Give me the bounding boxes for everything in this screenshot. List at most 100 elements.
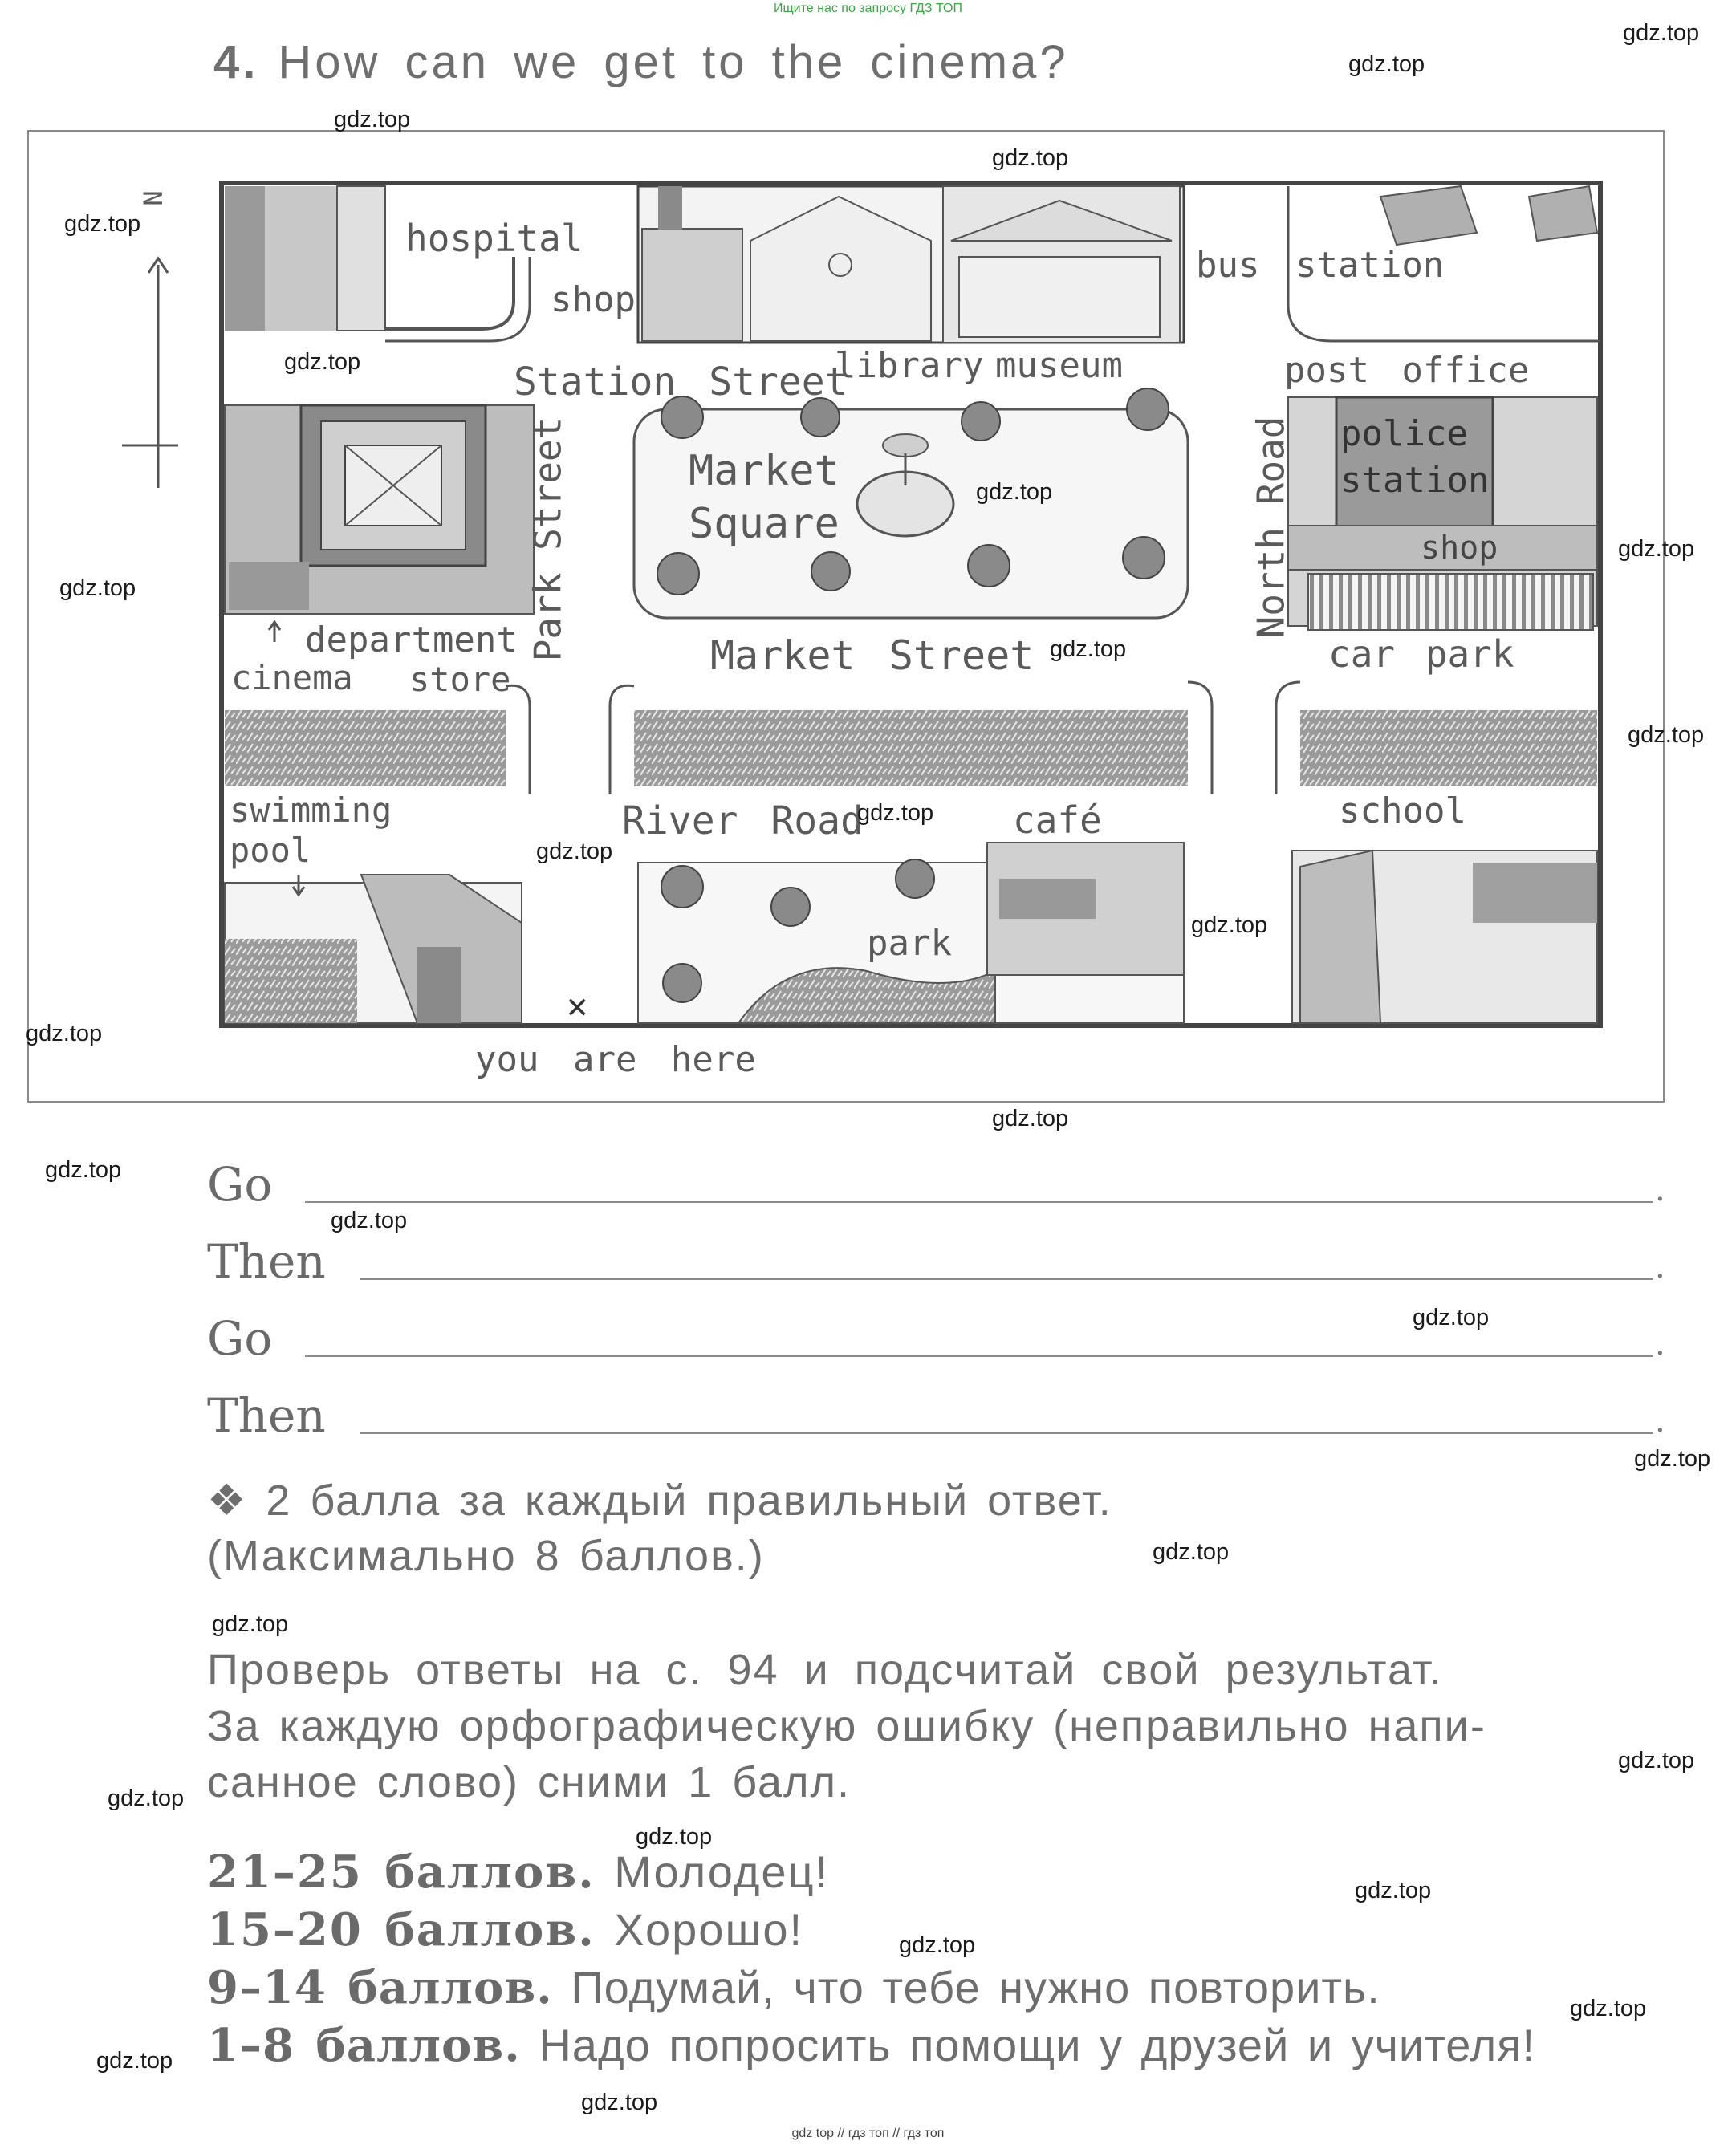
label-police: police bbox=[1340, 413, 1468, 454]
compass-arrow bbox=[147, 256, 169, 274]
watermark: gdz.top bbox=[899, 1932, 976, 1958]
answer-dot-3: . bbox=[1655, 1326, 1665, 1363]
instructions-line1: Проверь ответы на с. 94 и подсчитай свой… bbox=[207, 1646, 1443, 1694]
label-market-street: Market Street bbox=[710, 632, 1035, 679]
label-library: library bbox=[835, 345, 984, 386]
watermark: gdz.top bbox=[96, 2048, 173, 2074]
answer-label-3: Go bbox=[207, 1311, 273, 1366]
answer-line-2[interactable] bbox=[360, 1278, 1653, 1280]
score-range: 9–14 баллов. bbox=[207, 1961, 553, 2014]
label-park-street: Park Street bbox=[526, 416, 570, 662]
watermark: gdz.top bbox=[284, 349, 361, 375]
label-cafe: café bbox=[1013, 798, 1102, 842]
label-north-road: North Road bbox=[1249, 416, 1293, 639]
watermark: gdz.top bbox=[45, 1157, 122, 1183]
watermark: gdz.top bbox=[1153, 1539, 1230, 1565]
footer: gdz top // гдз топ // гдз топ bbox=[791, 2127, 945, 2140]
watermark: gdz.top bbox=[212, 1611, 289, 1637]
watermark: gdz.top bbox=[976, 479, 1053, 505]
map-frame bbox=[27, 130, 1665, 1103]
river bbox=[225, 680, 1597, 794]
map-border bbox=[219, 181, 1603, 1028]
label-bus-station: bus station bbox=[1196, 245, 1445, 286]
scoring-note-line2: (Максимально 8 баллов.) bbox=[207, 1532, 765, 1580]
police-station-block bbox=[1287, 396, 1598, 631]
label-cinema: cinema bbox=[231, 658, 353, 697]
watermark: gdz.top bbox=[1570, 1996, 1647, 2021]
watermark: gdz.top bbox=[26, 1021, 103, 1046]
score-row-1: 21–25 баллов. Молодец! bbox=[207, 1846, 829, 1899]
watermark: gdz.top bbox=[992, 145, 1069, 171]
score-text: Молодец! bbox=[614, 1846, 830, 1897]
watermark: gdz.top bbox=[59, 575, 136, 601]
watermark: gdz.top bbox=[64, 211, 141, 237]
department-store-block bbox=[224, 404, 535, 615]
label-school: school bbox=[1339, 790, 1466, 831]
watermark: gdz.top bbox=[1413, 1305, 1490, 1330]
watermark: gdz.top bbox=[1191, 912, 1268, 938]
answer-dot-4: . bbox=[1655, 1403, 1665, 1440]
watermark: gdz.top bbox=[1634, 1446, 1711, 1472]
watermark: gdz.top bbox=[857, 800, 934, 826]
label-post-office: post office bbox=[1284, 350, 1530, 391]
answer-label-2: Then bbox=[207, 1234, 326, 1289]
park-block bbox=[637, 842, 1185, 1024]
score-row-3: 9–14 баллов. Подумай, что тебе нужно пов… bbox=[207, 1961, 1380, 2014]
you-are-here-mark: ✕ bbox=[567, 985, 588, 1026]
top-banner: Ищите нас по запросу ГДЗ ТОП bbox=[774, 2, 962, 15]
label-shop-right: shop bbox=[1421, 530, 1498, 567]
answer-dot-1: . bbox=[1655, 1172, 1665, 1209]
swimming-pool-block bbox=[224, 874, 522, 1024]
hospital-block bbox=[225, 185, 531, 343]
exercise-question: How can we get to the cinema? bbox=[278, 36, 1069, 88]
watermark: gdz.top bbox=[1618, 536, 1695, 562]
scoring-note-line1: ❖ 2 балла за каждый правильный ответ. bbox=[207, 1477, 1112, 1525]
watermark: gdz.top bbox=[1355, 1878, 1432, 1903]
school-block bbox=[1291, 849, 1598, 1024]
exercise-number: 4. bbox=[213, 36, 259, 88]
watermark: gdz.top bbox=[1050, 636, 1127, 662]
watermark: gdz.top bbox=[536, 839, 613, 864]
watermark: gdz.top bbox=[1628, 722, 1705, 748]
label-department: department bbox=[305, 620, 518, 660]
library-museum-block bbox=[636, 185, 1185, 344]
score-text: Хорошо! bbox=[614, 1904, 804, 1955]
watermark: gdz.top bbox=[1348, 51, 1425, 77]
watermark: gdz.top bbox=[331, 1208, 408, 1233]
label-car-park: car park bbox=[1328, 632, 1514, 676]
label-park: park bbox=[867, 923, 952, 964]
score-range: 15–20 баллов. bbox=[207, 1903, 596, 1956]
watermark: gdz.top bbox=[992, 1106, 1069, 1131]
label-market-square-1: Market bbox=[689, 447, 840, 495]
market-square bbox=[632, 388, 1189, 620]
label-you-are-here: you are here bbox=[475, 1039, 756, 1080]
score-row-4: 1–8 баллов. Надо попросить помощи у друз… bbox=[207, 2019, 1535, 2072]
score-range: 1–8 баллов. bbox=[207, 2019, 521, 2072]
exercise-title: 4. How can we get to the cinema? bbox=[213, 35, 1069, 89]
label-hospital: hospital bbox=[405, 217, 583, 260]
instructions-line3: санное слово) сними 1 балл. bbox=[207, 1758, 852, 1806]
answer-dot-2: . bbox=[1655, 1249, 1665, 1286]
answer-line-3[interactable] bbox=[305, 1355, 1653, 1357]
watermark: gdz.top bbox=[108, 1785, 185, 1811]
bus-station-block bbox=[1287, 185, 1600, 343]
watermark: gdz.top bbox=[636, 1824, 713, 1850]
answer-label-4: Then bbox=[207, 1388, 326, 1443]
score-row-2: 15–20 баллов. Хорошо! bbox=[207, 1903, 803, 1956]
label-museum: museum bbox=[995, 345, 1123, 386]
label-station-street: Station Street bbox=[514, 360, 848, 404]
answer-line-1[interactable] bbox=[305, 1201, 1653, 1203]
watermark: gdz.top bbox=[1618, 1748, 1695, 1773]
score-range: 21–25 баллов. bbox=[207, 1846, 596, 1899]
score-text: Подумай, что тебе нужно повторить. bbox=[571, 1962, 1380, 2013]
answer-line-4[interactable] bbox=[360, 1432, 1653, 1434]
label-shop-top: shop bbox=[551, 279, 636, 320]
label-store: store bbox=[409, 660, 511, 699]
answer-label-1: Go bbox=[207, 1157, 273, 1212]
city-map bbox=[122, 181, 1603, 1028]
watermark: gdz.top bbox=[1623, 20, 1700, 46]
label-river-road: River Road bbox=[622, 798, 864, 843]
watermark: gdz.top bbox=[334, 107, 411, 132]
watermark: gdz.top bbox=[581, 2090, 658, 2115]
compass-label: N bbox=[136, 190, 168, 206]
